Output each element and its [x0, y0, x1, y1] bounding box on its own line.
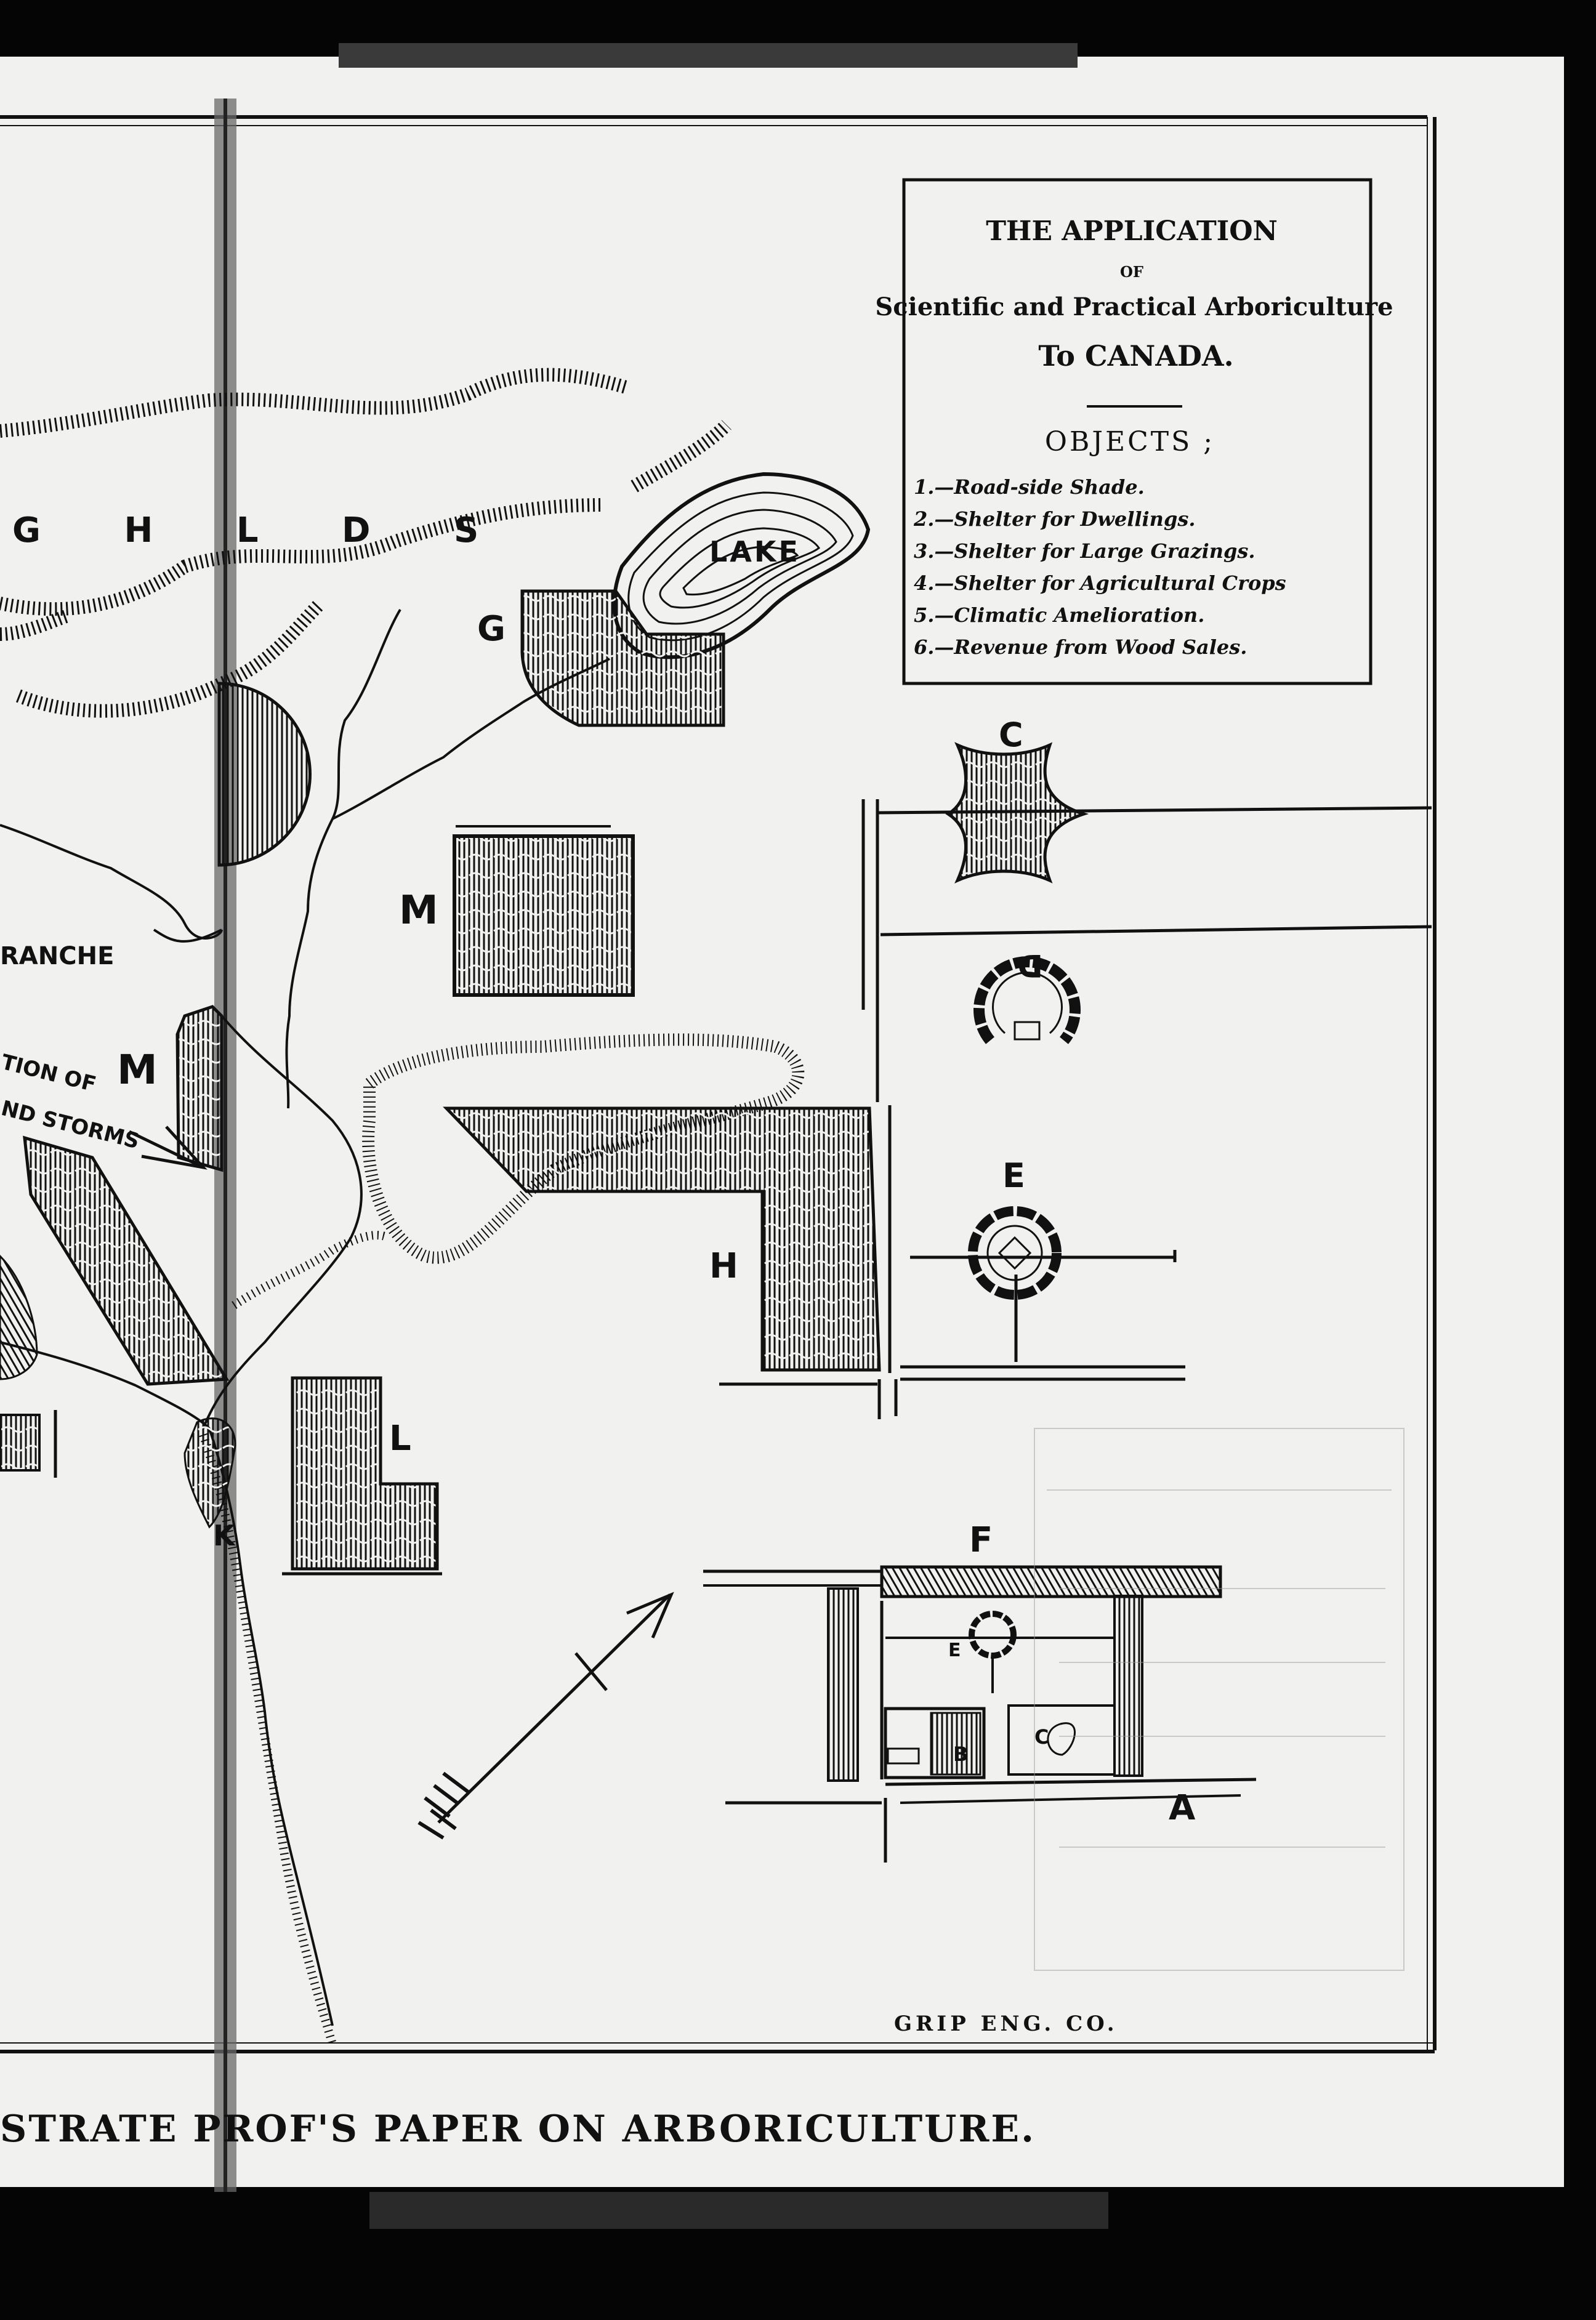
legend-subtitle: Scientific and Practical Arboriculture	[875, 292, 1393, 321]
legend-box: THE APPLICATION OF Scientific and Practi…	[875, 178, 1393, 685]
plantation-m-strip	[175, 1005, 224, 1172]
object-5: 5.—Climatic Amelioration.	[914, 603, 1204, 627]
plate-caption: STRATE PROF'S PAPER ON ARBORICULTURE.	[0, 2108, 1036, 2151]
label-m-upper: M	[399, 888, 438, 933]
roads-center	[719, 1105, 1185, 1419]
label-b: B	[953, 1742, 968, 1766]
plantation-c	[945, 742, 1089, 884]
label-c-small: C	[1034, 1725, 1049, 1749]
ridge-h	[362, 1033, 805, 1264]
label-m-lower: M	[117, 1046, 158, 1094]
objects-heading: OBJECTS ;	[1045, 426, 1215, 457]
small-plot-left	[0, 1414, 41, 1472]
highland-ridges	[0, 368, 732, 718]
label-e: E	[1002, 1156, 1025, 1195]
north-arrow	[417, 1592, 674, 1840]
legend-country: To CANADA.	[1038, 339, 1233, 373]
label-a: A	[1169, 1788, 1196, 1828]
left-hill	[0, 1254, 38, 1380]
object-1: 1.—Road-side Shade.	[914, 475, 1145, 499]
label-g: G	[477, 609, 506, 649]
label-f: F	[969, 1520, 993, 1560]
plantation-l	[291, 1376, 439, 1571]
plantation-g	[520, 589, 725, 727]
object-2: 2.—Shelter for Dwellings.	[913, 507, 1195, 531]
label-h: H	[709, 1246, 738, 1286]
label-ranche: RANCHE	[0, 942, 114, 970]
label-d: D	[1017, 948, 1043, 983]
shelter-d	[973, 956, 1081, 1044]
rivers	[0, 608, 610, 2026]
object-4: 4.—Shelter for Agricultural Crops	[914, 571, 1286, 595]
object-3: 3.—Shelter for Large Grazings.	[914, 539, 1255, 563]
legend-title: THE APPLICATION	[986, 215, 1278, 247]
bleed-through	[1034, 1428, 1405, 1971]
label-e-small: E	[948, 1640, 961, 1661]
label-lake: LAKE	[709, 535, 800, 568]
river-banks	[199, 1231, 390, 2046]
diagonal-shelter-belt	[23, 1135, 230, 1386]
plantation-h	[443, 1106, 881, 1372]
map-frame	[0, 115, 1437, 2053]
engraver-credit: GRIP ENG. CO.	[894, 2012, 1118, 2036]
plantation-m-square	[453, 834, 635, 997]
legend-of: OF	[1120, 263, 1143, 281]
woodland-k	[183, 1417, 236, 1529]
storm-direction-arrow	[128, 1126, 208, 1170]
label-k: K	[213, 1519, 236, 1552]
farm-layout	[703, 1565, 1257, 1863]
label-l: L	[389, 1419, 411, 1459]
object-6: 6.—Revenue from Wood Sales.	[914, 635, 1247, 659]
label-highlands: G H L D S	[12, 510, 514, 550]
circular-plantation	[217, 682, 312, 867]
label-c: C	[999, 715, 1023, 754]
tape-strip-top	[339, 43, 1078, 68]
shelter-e	[910, 1206, 1177, 1362]
tape-strip-bottom	[369, 2192, 1108, 2229]
